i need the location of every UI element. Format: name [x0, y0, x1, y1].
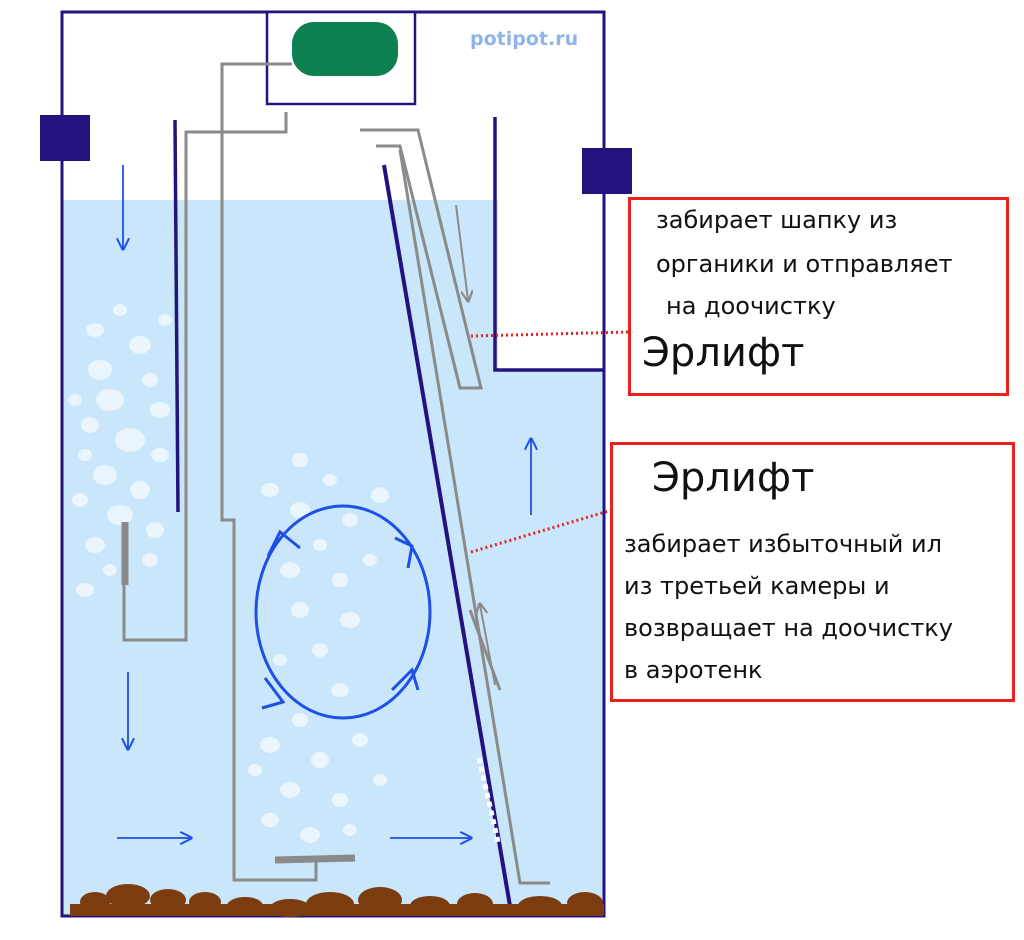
- callout-bottom-line4: в аэротенк: [624, 656, 763, 684]
- arrow-up-in-return: [480, 605, 496, 686]
- callout-box-top: [628, 197, 1009, 396]
- inlet-pipe: [40, 115, 90, 161]
- circulation-loop: [254, 504, 432, 720]
- watermark: potipot.ru: [470, 28, 579, 50]
- middle-diffuser: [274, 854, 356, 864]
- bubbles-left: [68, 304, 172, 597]
- callout-bottom-title: Эрлифт: [652, 455, 815, 501]
- partition-left: [173, 119, 180, 513]
- callout-top-line1: забирает шапку из: [656, 206, 898, 234]
- callout-top-title: Эрлифт: [642, 330, 805, 376]
- leader-top: [470, 330, 631, 338]
- callout-bottom-line1: забирает избыточный ил: [624, 530, 942, 558]
- air-pipes: [122, 62, 550, 885]
- callout-bottom-line2: из третьей камеры и: [624, 572, 890, 600]
- compressor: [292, 22, 398, 76]
- bubbles-middle: [248, 453, 389, 843]
- circulation-arrowheads: [261, 529, 420, 710]
- callout-top-line3: на доочистку: [666, 292, 836, 320]
- callout-top-line2: органики и отправляет: [656, 250, 953, 278]
- airlift-gray-segment: [468, 609, 502, 691]
- flow-arrows: [117, 165, 531, 838]
- partition-sloped: [382, 164, 513, 913]
- outlet-pipe: [582, 148, 632, 194]
- sludge-layer: [70, 884, 604, 917]
- upper-right-air-gap: [498, 200, 604, 370]
- partition-right: [493, 117, 604, 372]
- callout-bottom-line3: возвращает на доочистку: [624, 614, 954, 642]
- arrow-down-in-airlift: [455, 204, 468, 300]
- callout-box-bottom: [610, 442, 1015, 702]
